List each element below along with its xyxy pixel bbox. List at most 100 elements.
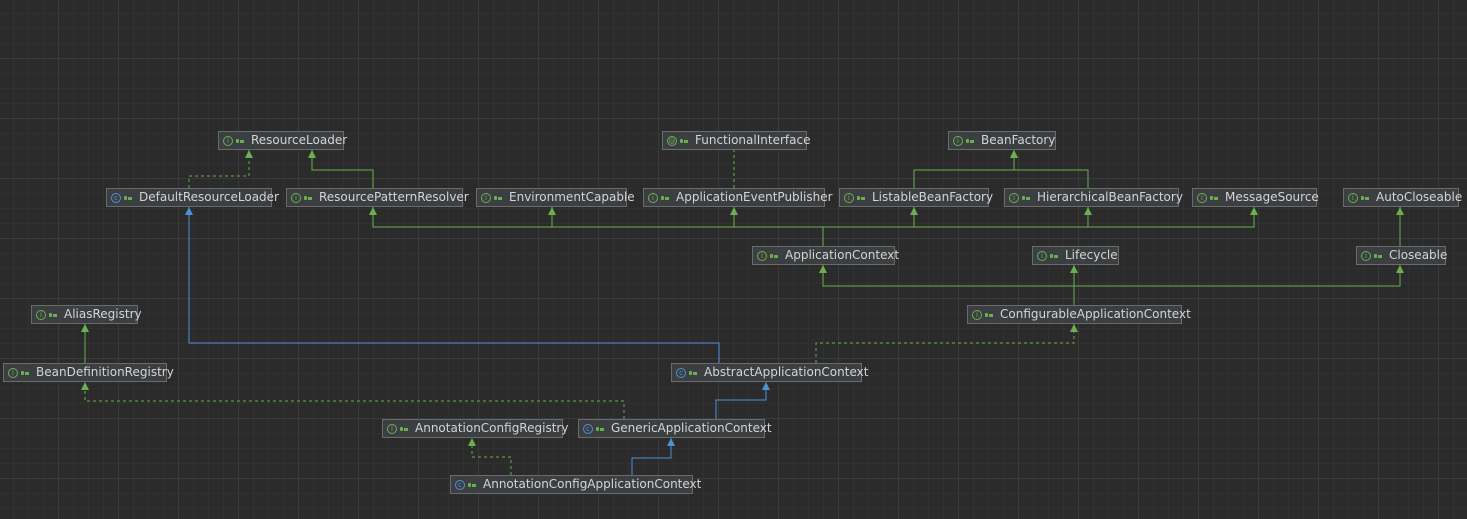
node-lifecycle[interactable]: i Lifecycle [1032, 246, 1119, 265]
class-icon: c [676, 367, 686, 378]
edge-AbstractApplicationContext-to-ConfigurableApplicationContext [815, 324, 1078, 363]
node-listable-bean-factory[interactable]: i ListableBeanFactory [839, 188, 993, 207]
node-label: DefaultResourceLoader [139, 190, 279, 204]
node-label: EnvironmentCapable [509, 190, 635, 204]
node-label: GenericApplicationContext [611, 421, 772, 435]
edge-ListableBeanFactory-to-BeanFactory [913, 150, 1018, 188]
arrowhead [1396, 207, 1404, 215]
interface-icon: i [1361, 250, 1371, 261]
node-label: ResourcePatternResolver [319, 190, 469, 204]
node-label: ApplicationContext [785, 248, 900, 262]
arrowhead [1250, 207, 1258, 215]
node-functional-interface[interactable]: @ FunctionalInterface [662, 131, 811, 150]
interface-icon: i [757, 250, 767, 261]
arrowhead [369, 207, 377, 215]
interface-icon: i [1009, 192, 1019, 203]
node-label: ApplicationEventPublisher [676, 190, 833, 204]
edge-ResourcePatternResolver-to-ResourceLoader [308, 150, 374, 188]
public-visibility-icon [1361, 195, 1369, 201]
arrowhead [762, 382, 770, 390]
node-default-resource-loader[interactable]: c DefaultResourceLoader [106, 188, 279, 207]
edge-ConfigurableApplicationContext-to-ApplicationContext [819, 265, 1075, 305]
edge-ApplicationContext-to-HierarchicalBeanFactory [823, 207, 1092, 228]
node-label: ListableBeanFactory [872, 190, 994, 204]
interface-icon: i [1037, 250, 1047, 261]
arrowhead [819, 265, 827, 273]
class-icon: c [455, 479, 465, 490]
public-visibility-icon [985, 312, 993, 318]
node-label: BeanDefinitionRegistry [36, 365, 174, 379]
public-visibility-icon [596, 426, 604, 432]
node-label: Closeable [1389, 248, 1448, 262]
node-label: Lifecycle [1065, 248, 1118, 262]
class-icon: c [111, 192, 121, 203]
interface-icon: i [223, 135, 233, 146]
node-label: AnnotationConfigRegistry [415, 421, 569, 435]
arrowhead [308, 150, 316, 158]
edge-ApplicationContext-to-ResourcePatternResolver [369, 207, 824, 246]
node-bean-factory[interactable]: i BeanFactory [948, 131, 1056, 150]
node-generic-application-context[interactable]: c GenericApplicationContext [578, 419, 772, 438]
interface-icon: i [844, 192, 854, 203]
public-visibility-icon [661, 195, 669, 201]
edge-ApplicationContext-to-MessageSource [1088, 207, 1258, 228]
interface-icon: i [291, 192, 301, 203]
annotation-icon: @ [667, 135, 677, 146]
arrowhead [1084, 207, 1092, 215]
public-visibility-icon [494, 195, 502, 201]
edge-AnnotationConfigApplicationContext-to-AnnotationConfigRegistry [468, 438, 512, 475]
node-label: AnnotationConfigApplicationContext [483, 477, 702, 491]
arrowhead [245, 150, 253, 158]
node-closeable[interactable]: i Closeable [1356, 246, 1448, 265]
edge-AbstractApplicationContext-to-DefaultResourceLoader [185, 207, 720, 363]
arrowhead [1070, 324, 1078, 332]
node-abstract-application-context[interactable]: c AbstractApplicationContext [671, 363, 868, 382]
interface-icon: i [1348, 192, 1358, 203]
public-visibility-icon [1374, 253, 1382, 259]
node-label: AutoCloseable [1376, 190, 1463, 204]
interface-icon: i [1197, 192, 1207, 203]
arrowhead [730, 207, 738, 215]
public-visibility-icon [400, 426, 408, 432]
interface-icon: i [953, 135, 963, 146]
node-label: MessageSource [1225, 190, 1319, 204]
arrowhead [667, 438, 675, 446]
public-visibility-icon [857, 195, 865, 201]
edge-GenericApplicationContext-to-AbstractApplicationContext [715, 382, 770, 419]
public-visibility-icon [1022, 195, 1030, 201]
edge-ApplicationContext-to-ListableBeanFactory [910, 207, 918, 227]
node-message-source[interactable]: i MessageSource [1192, 188, 1319, 207]
edge-ApplicationContext-to-EnvironmentCapable [548, 207, 556, 227]
public-visibility-icon [49, 312, 57, 318]
node-label: BeanFactory [981, 133, 1056, 147]
class-icon: c [583, 423, 593, 434]
node-auto-closeable[interactable]: i AutoCloseable [1343, 188, 1463, 207]
arrowhead [910, 207, 918, 215]
public-visibility-icon [21, 370, 29, 376]
arrowhead [1010, 150, 1018, 158]
arrowhead [81, 382, 89, 390]
edge-GenericApplicationContext-to-BeanDefinitionRegistry [81, 382, 625, 419]
node-label: FunctionalInterface [695, 133, 811, 147]
edge-HierarchicalBeanFactory-to-BeanFactory [1010, 150, 1089, 188]
node-label: AbstractApplicationContext [704, 365, 869, 379]
node-application-context[interactable]: i ApplicationContext [752, 246, 899, 265]
public-visibility-icon [689, 370, 697, 376]
arrowhead [1070, 265, 1078, 273]
public-visibility-icon [966, 138, 974, 144]
edge-ConfigurableApplicationContext-to-Closeable [1074, 265, 1404, 287]
public-visibility-icon [304, 195, 312, 201]
node-resource-pattern-resolver[interactable]: i ResourcePatternResolver [286, 188, 469, 207]
public-visibility-icon [1050, 253, 1058, 259]
node-annotation-config-application-context[interactable]: c AnnotationConfigApplicationContext [450, 475, 701, 494]
public-visibility-icon [1210, 195, 1218, 201]
